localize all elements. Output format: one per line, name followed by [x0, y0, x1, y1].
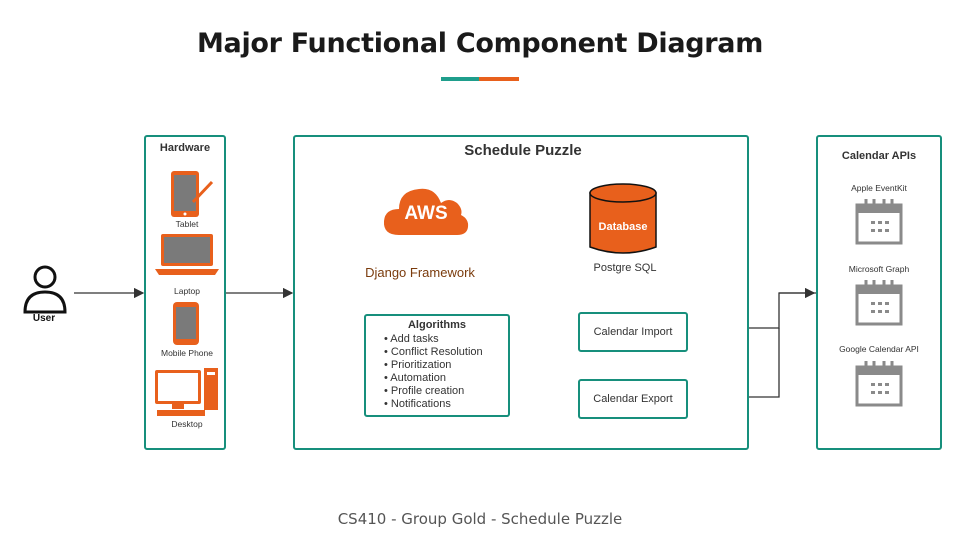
hardware-title: Hardware — [159, 142, 211, 154]
postgre-sql-label: Postgre SQL — [593, 262, 657, 274]
algorithm-item: • Prioritization — [384, 359, 452, 371]
hardware-panel: Hardware Tablet Laptop Mobile Phone Desk… — [144, 135, 226, 450]
django-framework-label: Django Framework — [365, 265, 475, 280]
algorithm-item: • Conflict Resolution — [384, 346, 483, 358]
title-underline-orange — [479, 77, 519, 81]
algorithm-item: • Add tasks — [384, 333, 439, 345]
algorithm-item: • Automation — [384, 372, 446, 384]
calendar-icon — [855, 199, 903, 245]
device-label-desktop: Desktop — [171, 419, 203, 429]
user-icon — [23, 265, 67, 314]
database-icon — [589, 183, 657, 254]
desktop-icon — [155, 368, 218, 416]
calendar-apis-title: Calendar APIs — [841, 150, 917, 162]
device-label-tablet: Tablet — [175, 219, 199, 229]
database-text: Database — [598, 221, 648, 233]
footer-caption: CS410 - Group Gold - Schedule Puzzle — [337, 510, 623, 528]
calendar-icon — [855, 280, 903, 326]
algorithms-list: • Add tasks • Conflict Resolution • Prio… — [384, 333, 508, 411]
calendar-apis-panel: Calendar APIs Apple EventKit Microsoft G… — [816, 135, 942, 450]
calendar-icon — [855, 361, 903, 407]
algorithm-item: • Notifications — [384, 398, 451, 410]
aws-logo-text: AWS — [404, 203, 448, 224]
device-label-laptop: Laptop — [174, 286, 200, 296]
calendar-import-label: Calendar Import — [593, 326, 673, 338]
api-label-google-calendar: Google Calendar API — [839, 344, 919, 354]
device-label-mobile-phone: Mobile Phone — [161, 348, 213, 358]
tablet-icon — [171, 171, 214, 217]
calendar-import-box: Calendar Import — [578, 312, 688, 352]
algorithm-item: • Profile creation — [384, 385, 465, 397]
laptop-icon — [155, 234, 219, 275]
user-label: User — [32, 313, 56, 324]
page-title: Major Functional Component Diagram — [196, 28, 764, 59]
api-label-microsoft-graph: Microsoft Graph — [848, 264, 910, 274]
title-underline-teal — [441, 77, 479, 81]
user-actor: User — [18, 262, 70, 330]
aws-cloud-icon — [383, 188, 469, 235]
calendar-export-label: Calendar Export — [593, 393, 673, 405]
mobile-phone-icon — [173, 302, 199, 345]
calendar-export-box: Calendar Export — [578, 379, 688, 419]
schedule-puzzle-panel: Schedule Puzzle AWS Django Framework Dat… — [293, 135, 749, 450]
algorithms-box: Algorithms • Add tasks • Conflict Resolu… — [364, 314, 510, 417]
api-label-apple-eventkit: Apple EventKit — [851, 183, 907, 193]
schedule-puzzle-title: Schedule Puzzle — [464, 142, 582, 159]
algorithms-title: Algorithms — [407, 319, 467, 331]
